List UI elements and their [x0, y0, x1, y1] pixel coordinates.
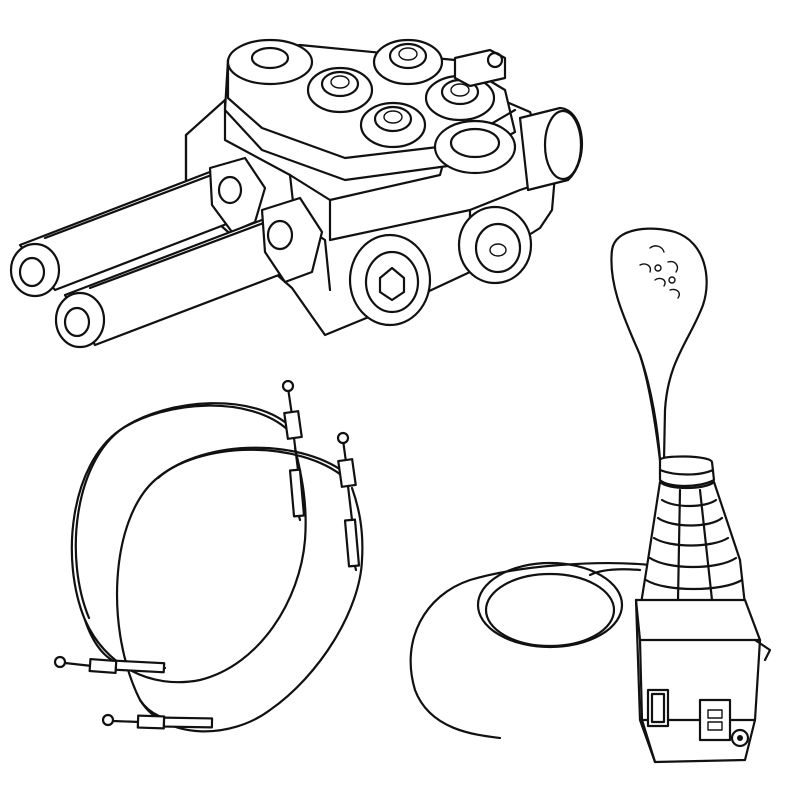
hydraulic-directional-valve-icon [9, 38, 584, 349]
valve-port-large-left-icon [226, 38, 314, 86]
valve-port-large-right-icon [433, 119, 517, 175]
valve-port-left-icon [306, 66, 374, 114]
valve-port-right-icon [424, 74, 496, 122]
valve-spool-lower-icon [54, 196, 324, 349]
knob-symbol-icon [639, 245, 680, 299]
push-pull-cable-icon [53, 379, 364, 733]
joystick-lever-icon [409, 227, 772, 764]
cable-end-lower-right-icon [101, 713, 214, 730]
valve-port-top-center-icon [372, 38, 444, 86]
joystick-base-icon [634, 598, 772, 764]
joystick-wire-icon [409, 561, 652, 740]
cable-end-upper-right-icon [336, 431, 361, 572]
valve-port-center-icon [359, 101, 427, 149]
cable-end-upper-left-icon [281, 379, 306, 522]
cable-end-lower-left-icon [53, 655, 166, 674]
valve-side-fitting-icon [453, 48, 584, 192]
valve-front-port-right-icon [457, 205, 533, 285]
joystick-knob-icon [610, 227, 708, 467]
joystick-boot-icon [638, 480, 747, 612]
valve-front-port-left-icon [348, 233, 432, 327]
